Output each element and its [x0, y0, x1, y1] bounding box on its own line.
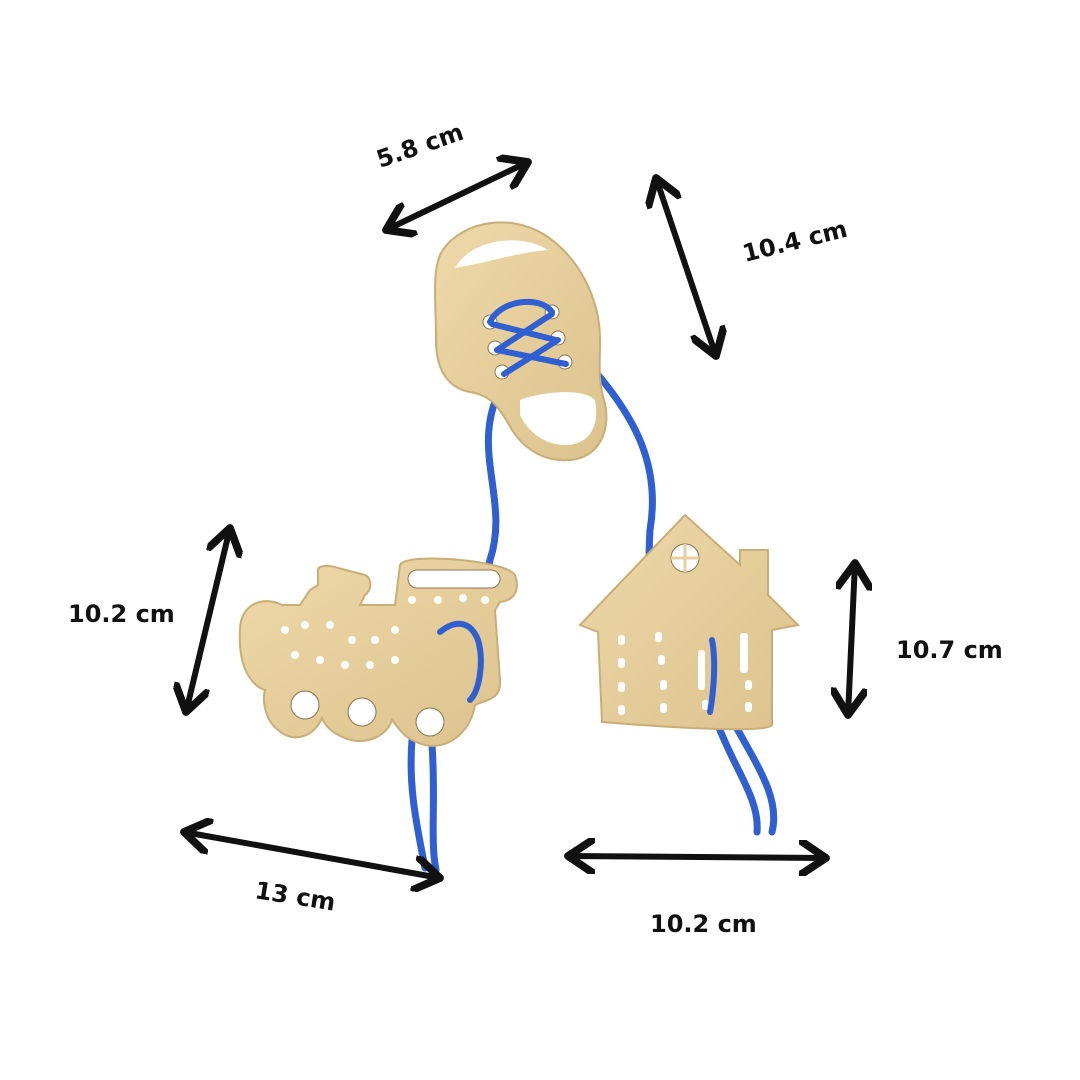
house-outline — [578, 513, 801, 731]
arrow-train-width — [184, 832, 440, 878]
house-lace-holes — [618, 632, 752, 715]
cord-house-tail-1 — [714, 721, 761, 836]
cord-train-tail-1 — [407, 736, 429, 872]
label-shoe-width: 5.8 cm — [373, 118, 467, 174]
train-lace-holes — [281, 594, 489, 669]
label-shoe-height: 10.4 cm — [740, 215, 850, 268]
shoe-lacing-board — [434, 221, 608, 462]
train-wheels — [290, 690, 445, 737]
house-window — [670, 543, 700, 573]
house-lacing-board — [578, 513, 801, 731]
cord-house-tail-2 — [731, 721, 778, 836]
shoe-laces — [487, 298, 569, 377]
label-house-height: 10.7 cm — [896, 636, 1003, 664]
shoe-top-cutout — [455, 240, 548, 268]
arrow-house-width — [568, 856, 826, 858]
label-train-width: 13 cm — [253, 876, 337, 916]
arrow-train-height — [186, 528, 230, 712]
arrow-shoe-height — [656, 178, 716, 356]
house-lace-stitch — [707, 637, 718, 715]
arrow-shoe-width — [386, 162, 528, 230]
cord-train-tail-2 — [428, 741, 440, 874]
label-house-width: 10.2 cm — [650, 910, 757, 938]
shoe-heel-cutout — [520, 392, 597, 445]
train-cab-window — [407, 569, 501, 589]
dimension-arrows — [184, 162, 855, 878]
arrow-house-height — [848, 563, 855, 715]
label-train-height: 10.2 cm — [68, 600, 175, 628]
train-lace-stitch — [437, 620, 484, 703]
train-lacing-board — [238, 557, 518, 747]
